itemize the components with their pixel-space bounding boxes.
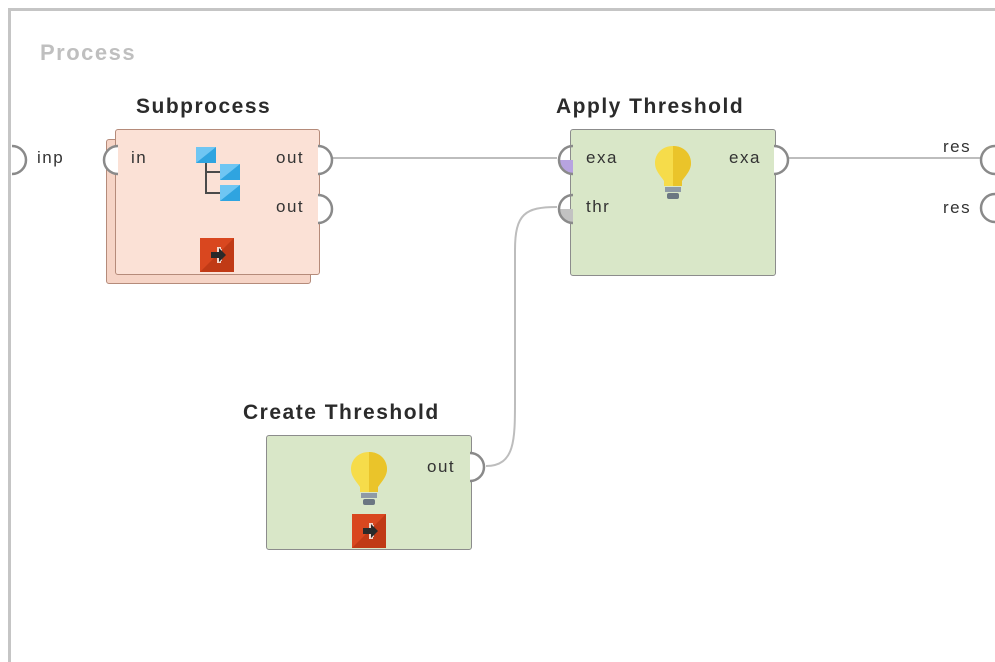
result-port-2[interactable]	[972, 191, 995, 225]
process-input-port[interactable]	[8, 143, 34, 177]
process-frame-left-border	[8, 8, 11, 662]
wire-create-threshold-to-apply-threshold	[485, 206, 558, 467]
result-port-label-2: res	[943, 198, 972, 217]
subprocess-tree-icon	[196, 147, 240, 201]
subprocess-out-port-label-1: out	[276, 148, 305, 167]
apply-threshold-operator-title: Apply Threshold	[556, 95, 745, 118]
subprocess-in-port[interactable]	[98, 143, 120, 177]
create-threshold-operator-title: Create Threshold	[243, 401, 440, 424]
create-threshold-lightbulb-icon	[351, 452, 387, 505]
create-threshold-out-port[interactable]	[468, 450, 490, 484]
apply-threshold-exa-in-port[interactable]	[553, 143, 575, 177]
result-port-label-1: res	[943, 137, 972, 156]
apply-threshold-thr-in-port-label: thr	[586, 197, 611, 216]
process-frame-top-border	[10, 8, 995, 11]
process-title: Process	[40, 40, 137, 65]
subprocess-enter-icon[interactable]	[200, 238, 234, 272]
apply-threshold-exa-out-port-label: exa	[729, 148, 761, 167]
apply-threshold-thr-in-port[interactable]	[553, 192, 575, 226]
apply-threshold-exa-in-port-label: exa	[586, 148, 618, 167]
subprocess-out-port-1[interactable]	[316, 143, 338, 177]
subprocess-in-port-label: in	[131, 148, 148, 167]
process-input-port-label: inp	[37, 148, 65, 167]
result-port-1[interactable]	[972, 143, 995, 177]
subprocess-operator-title: Subprocess	[136, 95, 272, 118]
apply-threshold-exa-out-port[interactable]	[772, 143, 794, 177]
create-threshold-out-port-label: out	[427, 457, 456, 476]
create-threshold-enter-icon[interactable]	[352, 514, 386, 548]
subprocess-out-port-2[interactable]	[316, 192, 338, 226]
lightbulb-icon	[655, 146, 691, 199]
subprocess-out-port-label-2: out	[276, 197, 305, 216]
